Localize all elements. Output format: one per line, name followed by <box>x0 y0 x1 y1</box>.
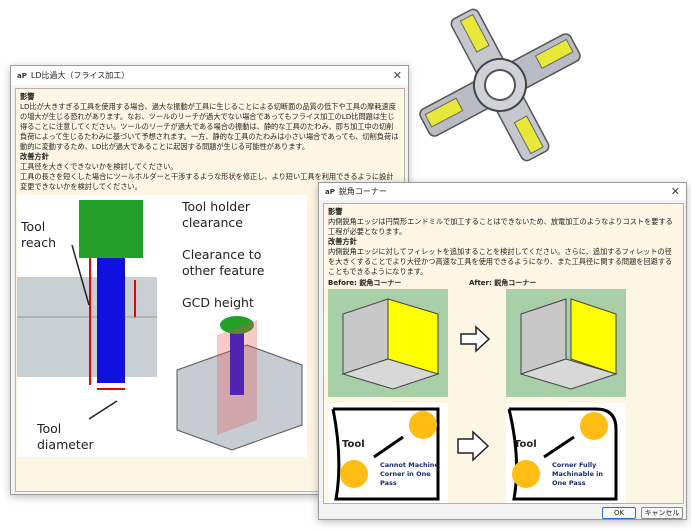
tool-reach-diagram: Tool reach Tool holder clearance Clearan… <box>17 195 307 457</box>
tool-diameter-label: Tool diameter <box>37 421 94 452</box>
title-bar: aP LD比過大（フライス加工） ✕ <box>11 66 408 85</box>
sharp-corner-dialog: aP 鋭角コーナー ✕ 影響 内側鋭角エッジは円筒形エンドミルで加工することはで… <box>318 182 687 520</box>
cancel-button[interactable]: キャンセル <box>641 507 683 519</box>
holder-clearance-label: Tool holder clearance <box>182 199 251 230</box>
impact-text: LD比が大きすぎる工具を使用する場合、過大な振動が工具に生じることによる切断面の… <box>20 102 399 151</box>
dialog-content: 影響 内側鋭角エッジは円筒形エンドミルで加工することはできないため、放電加工のよ… <box>323 203 684 504</box>
impact-heading: 影響 <box>328 207 343 216</box>
app-logo: aP <box>17 71 27 80</box>
after-label: After: 鋭角コーナー <box>469 279 537 287</box>
title-bar: aP 鋭角コーナー ✕ <box>319 183 686 200</box>
ok-button[interactable]: OK <box>602 507 636 519</box>
before-after-labels: Before: 鋭角コーナー After: 鋭角コーナー <box>328 278 679 289</box>
fix-line: 工具の長さを短くした場合にツールホルダーと干渉するような形状を修正し、より短い工… <box>20 172 394 191</box>
tool-label-after: Tool <box>514 439 537 450</box>
fix-line: 工具径を大きくできないかを検討してください。 <box>20 162 178 171</box>
close-icon[interactable]: ✕ <box>392 69 402 82</box>
clearance-other-label: Clearance to other feature <box>182 247 265 278</box>
after-caption: Corner Fully Machinable in One Pass <box>552 461 603 487</box>
dialog-title: 鋭角コーナー <box>338 187 387 196</box>
app-logo: aP <box>325 187 335 196</box>
before-caption: Cannot Machine Corner in One Pass <box>380 461 439 487</box>
gcd-height-label: GCD height <box>182 295 254 310</box>
before-label: Before: 鋭角コーナー <box>328 279 402 287</box>
corner-illustrations-wrap: Tool Cannot Machine Corner in One Pass T… <box>328 289 628 503</box>
impact-heading: 影響 <box>20 92 35 101</box>
corner-illustrations <box>328 289 626 503</box>
tool-reach-label: Tool reach <box>21 219 57 250</box>
tool-diagram-graphic <box>17 200 303 451</box>
mechanical-part-illustration <box>419 8 581 162</box>
impact-text: 内側鋭角エッジは円筒形エンドミルで加工することはできないため、放電加工のようなよ… <box>328 217 673 236</box>
tool-label-before: Tool <box>342 439 365 450</box>
fix-heading: 改善方針 <box>328 237 357 246</box>
fix-heading: 改善方針 <box>20 152 49 161</box>
dialog-title: LD比過大（フライス加工） <box>30 71 130 80</box>
close-icon[interactable]: ✕ <box>670 185 680 198</box>
fix-text: 内側鋭角エッジに対してフィレットを追加することを検討してください。さらに、追加す… <box>328 247 673 276</box>
